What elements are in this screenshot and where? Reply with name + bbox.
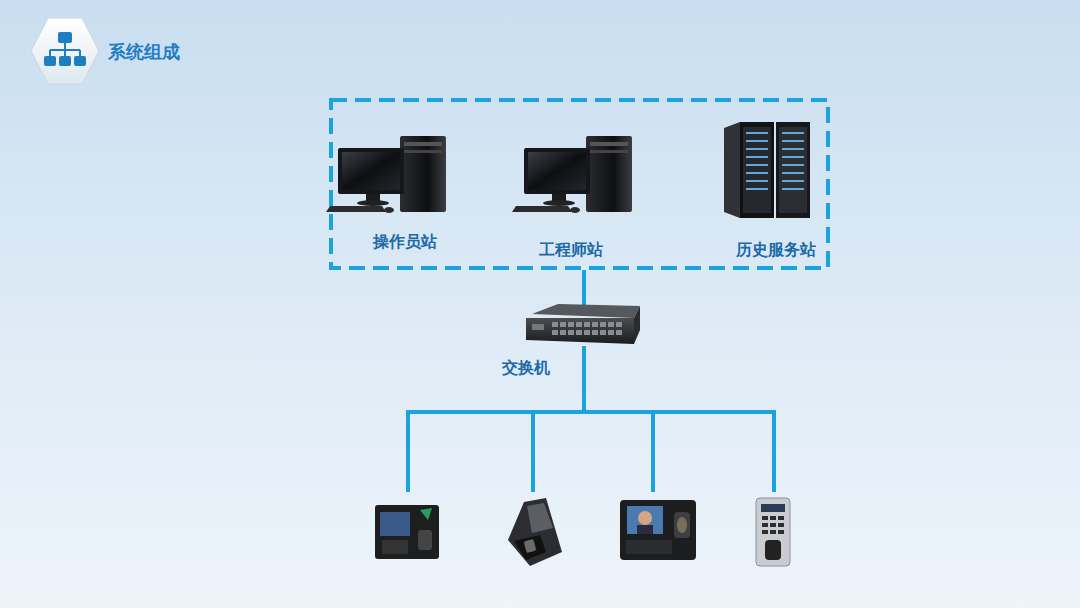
station-node: 操作员站 (371, 232, 439, 252)
diagram-title: 系统组成 (108, 41, 180, 63)
switch-device (526, 304, 640, 344)
pc-operator (326, 136, 446, 213)
station-node: 工程师站 (537, 240, 605, 260)
server-node: 历史服务站 (734, 240, 818, 260)
title-icon (31, 18, 99, 84)
switch-node: 交换机 (500, 358, 552, 378)
card-reader (508, 498, 562, 566)
server-rack (724, 122, 810, 218)
group-frame (331, 100, 828, 268)
node-label: 交换机 (500, 358, 552, 378)
face-terminal (620, 500, 696, 560)
access-terminal (375, 505, 439, 559)
pc-engineer (512, 136, 632, 213)
keypad-reader (756, 498, 790, 566)
node-label: 操作员站 (371, 232, 439, 252)
node-label: 工程师站 (537, 240, 605, 260)
network-wires (408, 270, 776, 492)
node-label: 历史服务站 (734, 240, 818, 260)
